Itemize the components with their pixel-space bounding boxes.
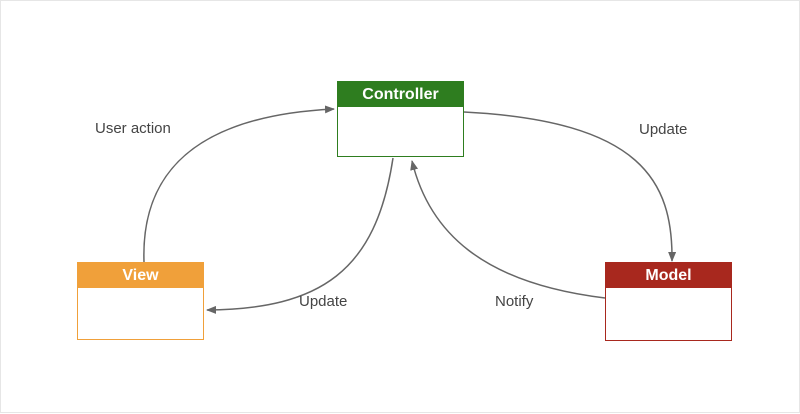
update-view-arrow — [206, 157, 394, 314]
view-title: View — [78, 263, 203, 288]
model-box: Model — [605, 262, 732, 341]
notify-arrow — [410, 160, 606, 299]
update-view-label: Update — [299, 293, 348, 310]
controller-title: Controller — [338, 82, 463, 107]
user-action-arrow — [143, 105, 335, 263]
update-model-label: Update — [639, 121, 688, 138]
notify-label: Notify — [495, 293, 534, 310]
controller-box: Controller — [337, 81, 464, 157]
user-action-label: User action — [95, 120, 171, 137]
view-box: View — [77, 262, 204, 340]
update-model-arrow — [463, 111, 677, 262]
model-title: Model — [606, 263, 731, 288]
